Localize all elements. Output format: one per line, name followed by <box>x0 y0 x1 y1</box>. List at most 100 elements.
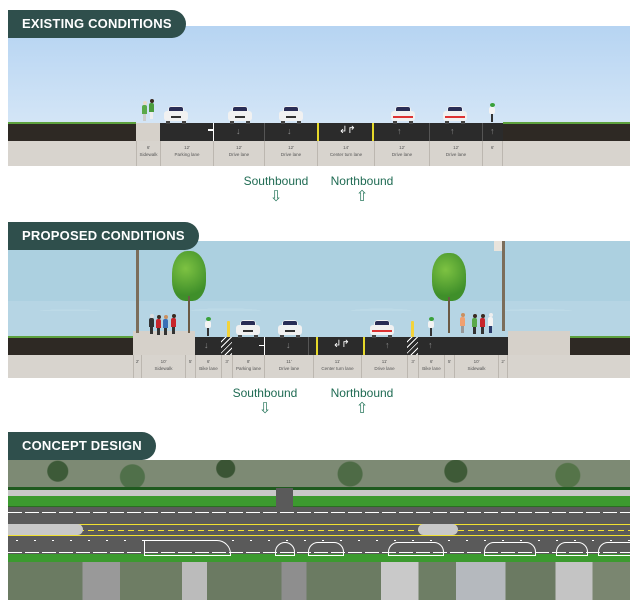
parking-line-marking <box>208 129 213 131</box>
northbound-label: Northbound⇧ <box>320 174 404 206</box>
southbound-label: Southbound⇩ <box>225 386 305 418</box>
lane-divider <box>213 123 214 141</box>
flex-post-icon <box>227 321 230 337</box>
northbound-lane-arrow-icon: ↑ <box>385 340 390 350</box>
car-icon <box>278 320 302 338</box>
right-sidewalk <box>508 331 570 355</box>
pedestrian-icon <box>460 313 465 333</box>
southbound-bike-arrow-icon: ↓ <box>204 340 209 350</box>
curb-extension <box>144 540 231 556</box>
light-pole <box>502 241 505 331</box>
car-icon <box>391 106 415 124</box>
turn-arrows-icon: ↲↱ <box>339 125 356 136</box>
cyclist-icon <box>488 103 496 123</box>
parking-markings-south <box>8 552 630 553</box>
down-arrow-icon: ⇩ <box>258 400 272 417</box>
flex-post-icon <box>411 321 414 337</box>
cyclist-icon <box>204 317 212 337</box>
yellow-line <box>8 524 630 525</box>
bike-lane-north <box>8 496 630 507</box>
aerial-trees <box>8 460 630 488</box>
parked-car-icon <box>236 320 260 338</box>
left-grass <box>8 122 136 124</box>
right-grass <box>503 122 630 124</box>
street-light-icon <box>494 241 502 251</box>
turn-arrows-icon: ↲↱ <box>333 339 350 350</box>
lane-label: 8'Parking lane <box>232 355 264 378</box>
pedestrian-icon <box>149 99 154 119</box>
parking-tick <box>259 345 264 346</box>
car-icon <box>228 106 252 124</box>
bike-buffer-right <box>407 337 418 355</box>
lane-divider <box>482 123 483 141</box>
parked-car-icon <box>164 106 188 124</box>
concept-design-heading: CONCEPT DESIGN <box>8 432 156 460</box>
lane-label: 11'Drive lane <box>264 355 313 378</box>
northbound-lane-arrow-icon: ↑ <box>397 126 402 136</box>
northbound-lane-arrow-icon: ↑ <box>490 126 495 136</box>
light-pole <box>136 249 139 333</box>
lane-label: 6'Bike lane <box>195 355 221 378</box>
southbound-lane-arrow-icon: ↓ <box>286 340 291 350</box>
tree-icon <box>172 251 206 333</box>
pedestrian-icon <box>488 313 493 333</box>
left-sidewalk <box>136 123 160 141</box>
lane-label: 6'Sidewalk <box>136 141 160 166</box>
median-island <box>418 524 458 535</box>
left-ground <box>8 337 133 355</box>
lane-divider <box>308 337 309 355</box>
car-icon <box>370 320 394 338</box>
lane-label: 12'Parking lane <box>160 141 213 166</box>
curb-extension <box>556 542 588 556</box>
curb-extension <box>388 542 444 556</box>
pedestrian-icon <box>472 314 477 334</box>
pedestrian-icon <box>480 314 485 334</box>
lane-label: 11'Center turn lane <box>313 355 361 378</box>
northbound-label: Northbound⇧ <box>320 386 404 418</box>
lane-label: 3' <box>221 355 232 378</box>
left-ground <box>8 123 136 141</box>
northbound-lane-arrow-icon: ↑ <box>450 126 455 136</box>
lane-label-strip: 2' 10'Sidewalk 5' 6'Bike lane 3' 8'Parki… <box>8 355 630 378</box>
lane-label: 5' <box>185 355 195 378</box>
lane-label: 5' <box>444 355 454 378</box>
yellow-dashed-line <box>8 530 630 531</box>
lane-label: 2' <box>498 355 508 378</box>
curb-extension <box>275 542 295 556</box>
bike-buffer-left <box>221 337 232 355</box>
roadway <box>195 337 508 355</box>
yellow-line-left <box>316 337 318 355</box>
tree-icon <box>432 253 466 333</box>
right-ground <box>570 337 630 355</box>
aerial-houses <box>8 562 630 600</box>
yellow-line-left <box>317 123 319 141</box>
yellow-line-right <box>372 123 374 141</box>
car-icon <box>443 106 467 124</box>
existing-conditions-heading: EXISTING CONDITIONS <box>8 10 186 38</box>
lane-divider <box>429 123 430 141</box>
lane-label-strip: 6'Sidewalk 12'Parking lane 12'Drive lane… <box>8 141 630 166</box>
lane-label: 2' <box>133 355 141 378</box>
cyclist-icon <box>427 317 435 337</box>
left-sidewalk <box>133 331 195 355</box>
parking-markings <box>8 512 630 513</box>
northbound-bike-arrow-icon: ↑ <box>428 340 433 350</box>
yellow-line <box>8 535 630 536</box>
southbound-lane-arrow-icon: ↓ <box>236 126 241 136</box>
lane-label: 3' <box>407 355 418 378</box>
curb-extension <box>598 542 630 556</box>
left-grass <box>8 336 133 338</box>
lane-dots <box>8 540 630 541</box>
lane-label: 12'Drive lane <box>374 141 429 166</box>
lane-label: 12'Drive lane <box>264 141 317 166</box>
lane-label: 12'Drive lane <box>213 141 264 166</box>
lane-label: 12'Drive lane <box>429 141 482 166</box>
concept-design-plan <box>8 460 630 600</box>
lane-label: 10'Sidewalk <box>141 355 185 378</box>
side-street-north <box>276 488 293 507</box>
right-ground <box>503 123 630 141</box>
southbound-label: Southbound⇩ <box>236 174 316 206</box>
planter-strip <box>8 487 630 490</box>
lane-label: 6' <box>482 141 503 166</box>
curb-extension <box>484 542 536 556</box>
